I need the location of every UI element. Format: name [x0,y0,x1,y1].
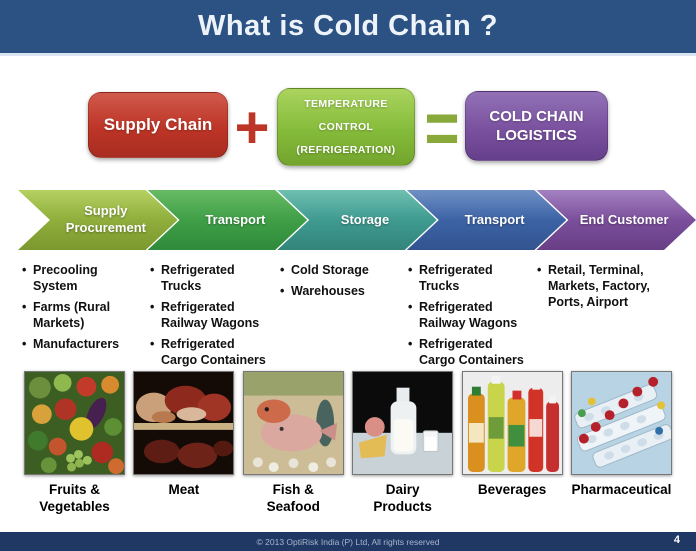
list-item: Precooling System [22,262,144,294]
list-item: Refrigerated Trucks [150,262,268,294]
category-fish-seafood: Fish & Seafood [242,371,344,516]
list-item: Refrigerated Cargo Containers [408,336,530,368]
stage-label: Storage [340,211,390,227]
temperature-control-box: TEMPERATURE CONTROL (REFRIGERATION) [277,88,415,166]
stage-label: Transport [464,211,525,227]
process-flow: Supply Procurement Transport Storage Tra… [18,190,696,250]
fish-seafood-image [242,371,344,475]
list-item: Warehouses [280,283,395,299]
storage-list: Cold Storage Warehouses [280,262,395,304]
category-label: Fruits & Vegetables [39,482,110,514]
list-item: Refrigerated Railway Wagons [408,299,530,331]
stage-label: Transport [205,211,266,227]
footer-bar: © 2013 OptiRisk India (P) Ltd, All right… [0,532,696,551]
refrigeration-line: (REFRIGERATION) [296,143,396,156]
category-label: Beverages [477,482,547,497]
copyright-text: © 2013 OptiRisk India (P) Ltd, All right… [256,536,440,547]
equals-icon: = [424,85,460,169]
title-bar: What is Cold Chain ? [0,0,696,56]
stage-chevron-supply-procurement: Supply Procurement [18,190,178,250]
category-row: Fruits & Vegetables Meat [24,371,672,516]
beverages-image [461,371,563,475]
supply-procurement-list: Precooling System Farms (Rural Markets) … [22,262,144,357]
category-meat: Meat [133,371,235,516]
list-item: Refrigerated Railway Wagons [150,299,268,331]
category-dairy-products: Dairy Products [352,371,454,516]
control-line: CONTROL [318,120,374,133]
plus-icon: + [234,93,270,161]
end-customer-list: Retail, Terminal, Markets, Factory, Port… [537,262,677,315]
list-item: Refrigerated Cargo Containers [150,336,268,368]
cold-chain-logistics-box: COLD CHAIN LOGISTICS [465,91,608,161]
supply-chain-label: Supply Chain [103,115,213,134]
temperature-line: TEMPERATURE [304,97,388,110]
category-beverages: Beverages [461,371,563,516]
stage-label: End Customer [579,211,669,227]
category-label: Fish & Seafood [266,482,320,514]
meat-image [133,371,235,475]
category-pharmaceutical: Pharmaceutical [570,371,672,516]
category-label: Pharmaceutical [571,482,672,497]
supply-chain-box: Supply Chain [88,92,228,158]
equation-row: Supply Chain + TEMPERATURE CONTROL (REFR… [0,85,696,172]
transport-list-2: Refrigerated Trucks Refrigerated Railway… [408,262,530,373]
cold-chain-logistics-label: COLD CHAIN LOGISTICS [489,107,584,145]
stage-label: Supply Procurement [65,203,146,235]
page-number: 4 [673,534,680,546]
list-item: Cold Storage [280,262,395,278]
page-title: What is Cold Chain ? [198,10,498,42]
pharmaceutical-image [570,371,672,475]
transport-list-1: Refrigerated Trucks Refrigerated Railway… [150,262,268,373]
dairy-products-image [352,371,454,475]
list-item: Manufacturers [22,336,144,352]
list-item: Farms (Rural Markets) [22,299,144,331]
list-item: Refrigerated Trucks [408,262,530,294]
category-fruits-vegetables: Fruits & Vegetables [24,371,125,516]
fruits-vegetables-image [24,371,125,475]
list-item: Retail, Terminal, Markets, Factory, Port… [537,262,677,310]
category-label: Meat [168,482,200,497]
category-label: Dairy Products [373,482,432,514]
